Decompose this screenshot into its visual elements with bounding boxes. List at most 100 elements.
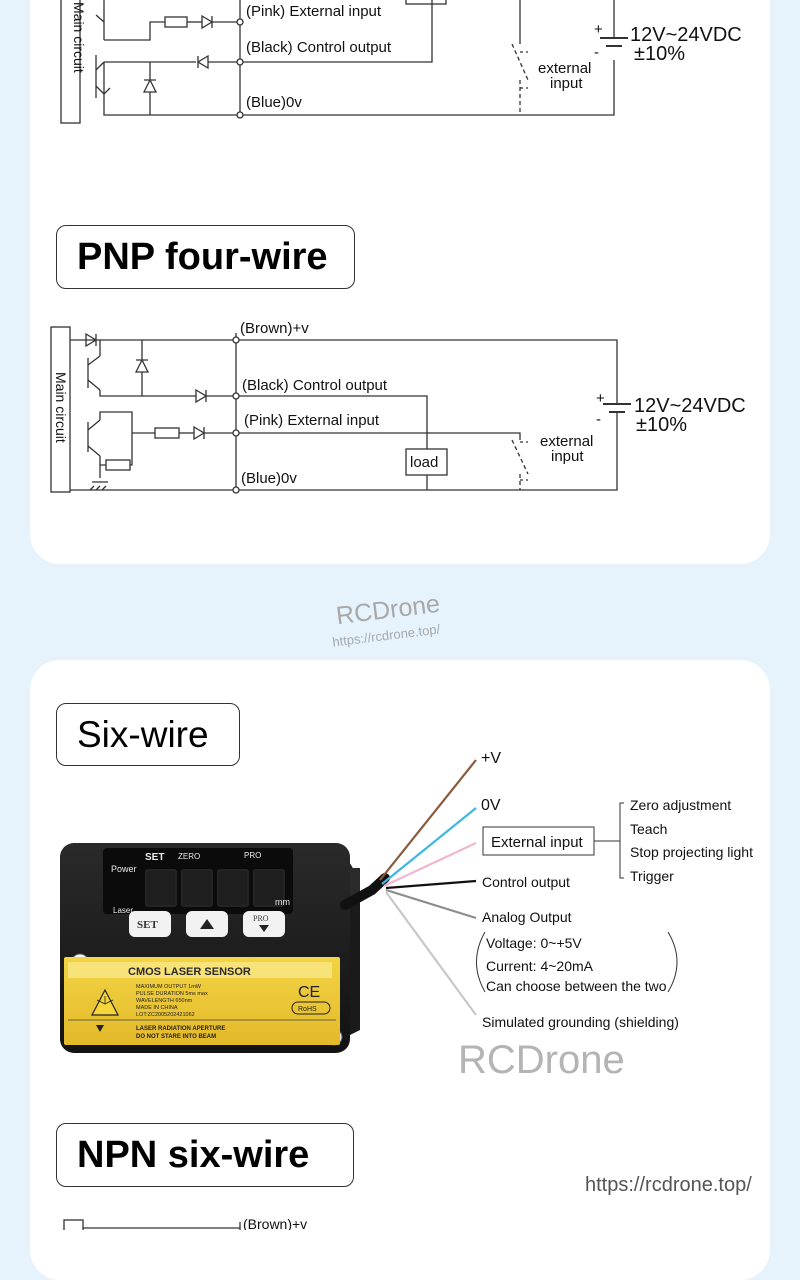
wire [99,456,106,466]
diagram-top [60,0,628,124]
plus-v-label: +V [481,750,501,767]
external-input-group [476,802,678,993]
transistor-symbol [95,14,111,95]
external-input-box [482,826,595,856]
terminal [236,111,244,119]
ce-mark: CE [298,984,320,1001]
function-trigger: Trigger [630,868,674,884]
diagram-npn6 [63,1219,241,1230]
wire-brown [379,759,477,881]
terminal [232,392,240,400]
battery [603,403,631,413]
tolerance-label: ±10% [634,43,685,65]
pnp-four-wire-title: PNP four-wire [56,225,355,289]
transistor-legs [87,355,101,391]
warning-lines: LASER RADIATION APERTURE DO NOT STARE IN… [136,1026,225,1040]
plus-sign: + [594,21,603,38]
simulated-grounding-label: Simulated grounding (shielding) [482,1014,679,1030]
input-label: input [551,448,584,465]
blue-label: (Blue)0v [246,94,302,111]
wire [99,411,133,433]
analog-bracket-right [667,931,678,993]
cable [340,873,390,910]
black-label: (Black) Control output [242,377,388,394]
switch-mark [520,441,528,481]
wire-shield [385,891,477,1016]
diode-vertical [142,78,158,93]
wire [103,105,240,116]
main-circuit-box [63,1219,84,1230]
wire [130,433,133,466]
terminal [232,336,240,344]
seven-seg-digits [145,869,285,907]
main-circuit-box [60,0,81,124]
cmos-laser-sensor-text: CMOS LASER SENSOR [128,966,251,978]
spec-line: MADE IN CHINA [136,1005,178,1011]
black-label: (Black) Control output [246,39,392,56]
transistor-legs [87,419,101,457]
analog-output-label: Analog Output [482,909,572,925]
wire [243,60,615,116]
main-circuit-label: Main circuit [71,2,87,73]
wiring-diagrams: Main circuit (Pink) External input (Blac… [50,0,753,1230]
spec-line: WAVELENGTH 650nm [136,998,193,1004]
six-wire-title-text: Six-wire [77,713,209,755]
pink-label: (Pink) External input [246,3,382,20]
terminal [236,58,244,66]
pnp-four-wire-title-text: PNP four-wire [77,235,328,278]
load-box [405,0,447,5]
resistor [164,16,188,28]
footer-url: https://rcdrone.top/ [585,1174,752,1196]
wire [239,432,521,440]
analog-voltage: Voltage: 0~+5V [486,935,582,951]
external-label: external [538,60,591,77]
switch [511,43,529,115]
main-circuit-box [50,326,71,493]
npn-six-wire-title: NPN six-wire [56,1123,354,1187]
spec-line: LOT:ZC2005202421062 [136,1012,195,1018]
npn-six-wire-title-text: NPN six-wire [77,1133,310,1176]
warning-line: LASER RADIATION APERTURE [136,1026,225,1032]
wire [239,339,618,404]
wire [239,412,618,491]
switch [511,439,529,490]
zero-v-label: 0V [481,797,501,814]
up-arrow-icon [200,919,214,929]
diode [196,54,209,70]
load-box [405,448,448,476]
external-label: external [540,433,593,450]
sensor-label-header [68,962,332,978]
brown-label: (Brown)+v [240,320,309,337]
pro-top-label: PRO [244,851,261,860]
ground [89,465,108,491]
laser-burst-icon [96,996,114,1005]
terminal [232,429,240,437]
wire [239,395,428,449]
input-label: input [550,75,583,92]
rohs-text: RoHS [298,1006,317,1013]
diagram-pnp [50,326,631,494]
battery [600,37,628,47]
wire-black [385,879,477,890]
power-label: Power [111,864,137,874]
pro-button-label: PRO [253,914,269,923]
spec-lines: MAXIMUM OUTPUT 1mW PULSE DURATION 5ms ma… [136,984,208,1018]
function-teach: Teach [630,821,667,837]
pro-down-button[interactable] [243,911,285,937]
supply-label: 12V~24VDC [630,24,742,46]
analog-current: Current: 4~20mA [486,958,594,974]
function-bracket [619,802,624,879]
load-label: load [410,454,438,471]
analog-bracket-left [476,931,486,993]
set-button[interactable] [129,911,171,937]
main-circuit-label: Main circuit [53,372,69,443]
external-input-label: External input [491,834,584,851]
diode [201,14,214,30]
minus-sign: - [596,411,601,428]
blue-label: (Blue)0v [241,470,297,487]
npn6-brown-label: (Brown)+v [243,1216,307,1230]
wire-gray [385,888,477,920]
zero-label: ZERO [178,852,200,861]
six-wire-labels: +V 0V External input Zero adjustment Tea… [481,750,753,1030]
diode [195,388,208,404]
